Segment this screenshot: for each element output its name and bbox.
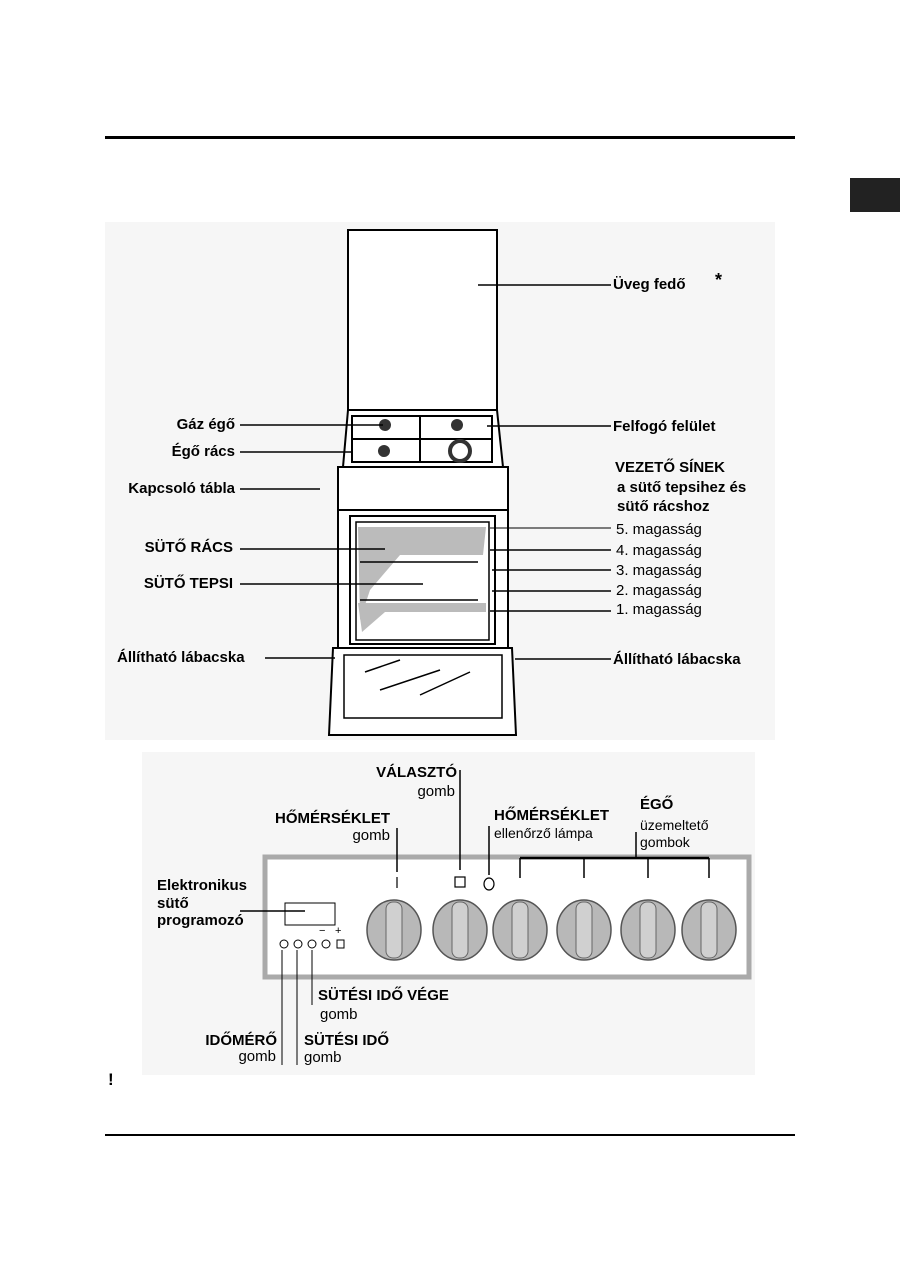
label-burner-knobs: ÉGŐ bbox=[640, 796, 674, 813]
label-end-time-sub: gomb bbox=[320, 1006, 358, 1023]
programmer-buttons bbox=[279, 939, 345, 949]
label-lamp: HŐMÉRSÉKLET bbox=[494, 807, 610, 824]
oven-door bbox=[327, 647, 518, 736]
plus-symbol: + bbox=[335, 925, 342, 937]
label-programmer-2: sütő bbox=[157, 895, 189, 912]
bottom-rule bbox=[105, 1134, 795, 1136]
knob-grip bbox=[700, 901, 718, 959]
label-level-1: 1. magasság bbox=[616, 601, 702, 618]
label-selector: VÁLASZTÓ bbox=[376, 764, 457, 781]
label-level-5: 5. magasság bbox=[616, 521, 702, 538]
label-level-3: 3. magasság bbox=[616, 562, 702, 579]
label-control-panel: Kapcsoló tábla bbox=[128, 480, 235, 497]
minus-symbol: − bbox=[319, 925, 326, 937]
label-end-time: SÜTÉSI IDŐ VÉGE bbox=[318, 987, 449, 1004]
knob-grip bbox=[575, 901, 593, 959]
label-feet-left: Állítható lábacska bbox=[117, 649, 245, 666]
label-programmer-1: Elektronikus bbox=[157, 877, 248, 894]
language-tab bbox=[850, 178, 900, 212]
label-guide-rails-3: sütő rácshoz bbox=[617, 498, 710, 515]
asterisk-note: * bbox=[715, 270, 723, 290]
label-programmer-3: programozó bbox=[157, 912, 244, 929]
glass-lid bbox=[347, 229, 498, 411]
label-oven-rack: SÜTŐ RÁCS bbox=[144, 539, 233, 556]
label-thermostat: HŐMÉRSÉKLET bbox=[274, 810, 390, 827]
label-selector-sub: gomb bbox=[417, 783, 455, 800]
label-cook-time: SÜTÉSI IDŐ bbox=[304, 1032, 390, 1049]
knob-grip bbox=[451, 901, 469, 959]
label-timer: IDŐMÉRŐ bbox=[205, 1032, 277, 1049]
label-guide-rails-title: VEZETŐ SÍNEK bbox=[615, 459, 726, 476]
label-lamp-sub: ellenőrző lámpa bbox=[494, 825, 593, 841]
label-burner-knobs-sub1: üzemeltető bbox=[640, 817, 709, 833]
label-glass-lid: Üveg fedő bbox=[613, 276, 686, 293]
leader-lines-2 bbox=[240, 770, 710, 1065]
leader-lines bbox=[240, 284, 611, 660]
knob-grip bbox=[639, 901, 657, 959]
control-panel bbox=[337, 466, 509, 511]
label-guide-rails-2: a sütő tepsihez és bbox=[617, 479, 747, 496]
label-gas-burner: Gáz égő bbox=[176, 416, 235, 433]
label-level-2: 2. magasság bbox=[616, 582, 702, 599]
label-burner-grid: Égő rács bbox=[171, 443, 235, 460]
warning-mark: ! bbox=[108, 1070, 114, 1089]
label-level-4: 4. magasság bbox=[616, 542, 702, 559]
label-drip-tray: Felfogó felület bbox=[613, 418, 716, 435]
knob-grip bbox=[385, 901, 403, 959]
label-burner-knobs-sub2: gombok bbox=[640, 834, 690, 850]
label-thermostat-sub: gomb bbox=[352, 827, 390, 844]
label-oven-tray: SÜTŐ TEPSI bbox=[143, 575, 233, 592]
programmer-display bbox=[284, 902, 336, 926]
knob-grip bbox=[511, 901, 529, 959]
label-timer-sub: gomb bbox=[238, 1048, 276, 1065]
top-rule bbox=[105, 136, 795, 139]
label-cook-time-sub: gomb bbox=[304, 1049, 342, 1066]
label-feet-right: Állítható lábacska bbox=[613, 651, 741, 668]
